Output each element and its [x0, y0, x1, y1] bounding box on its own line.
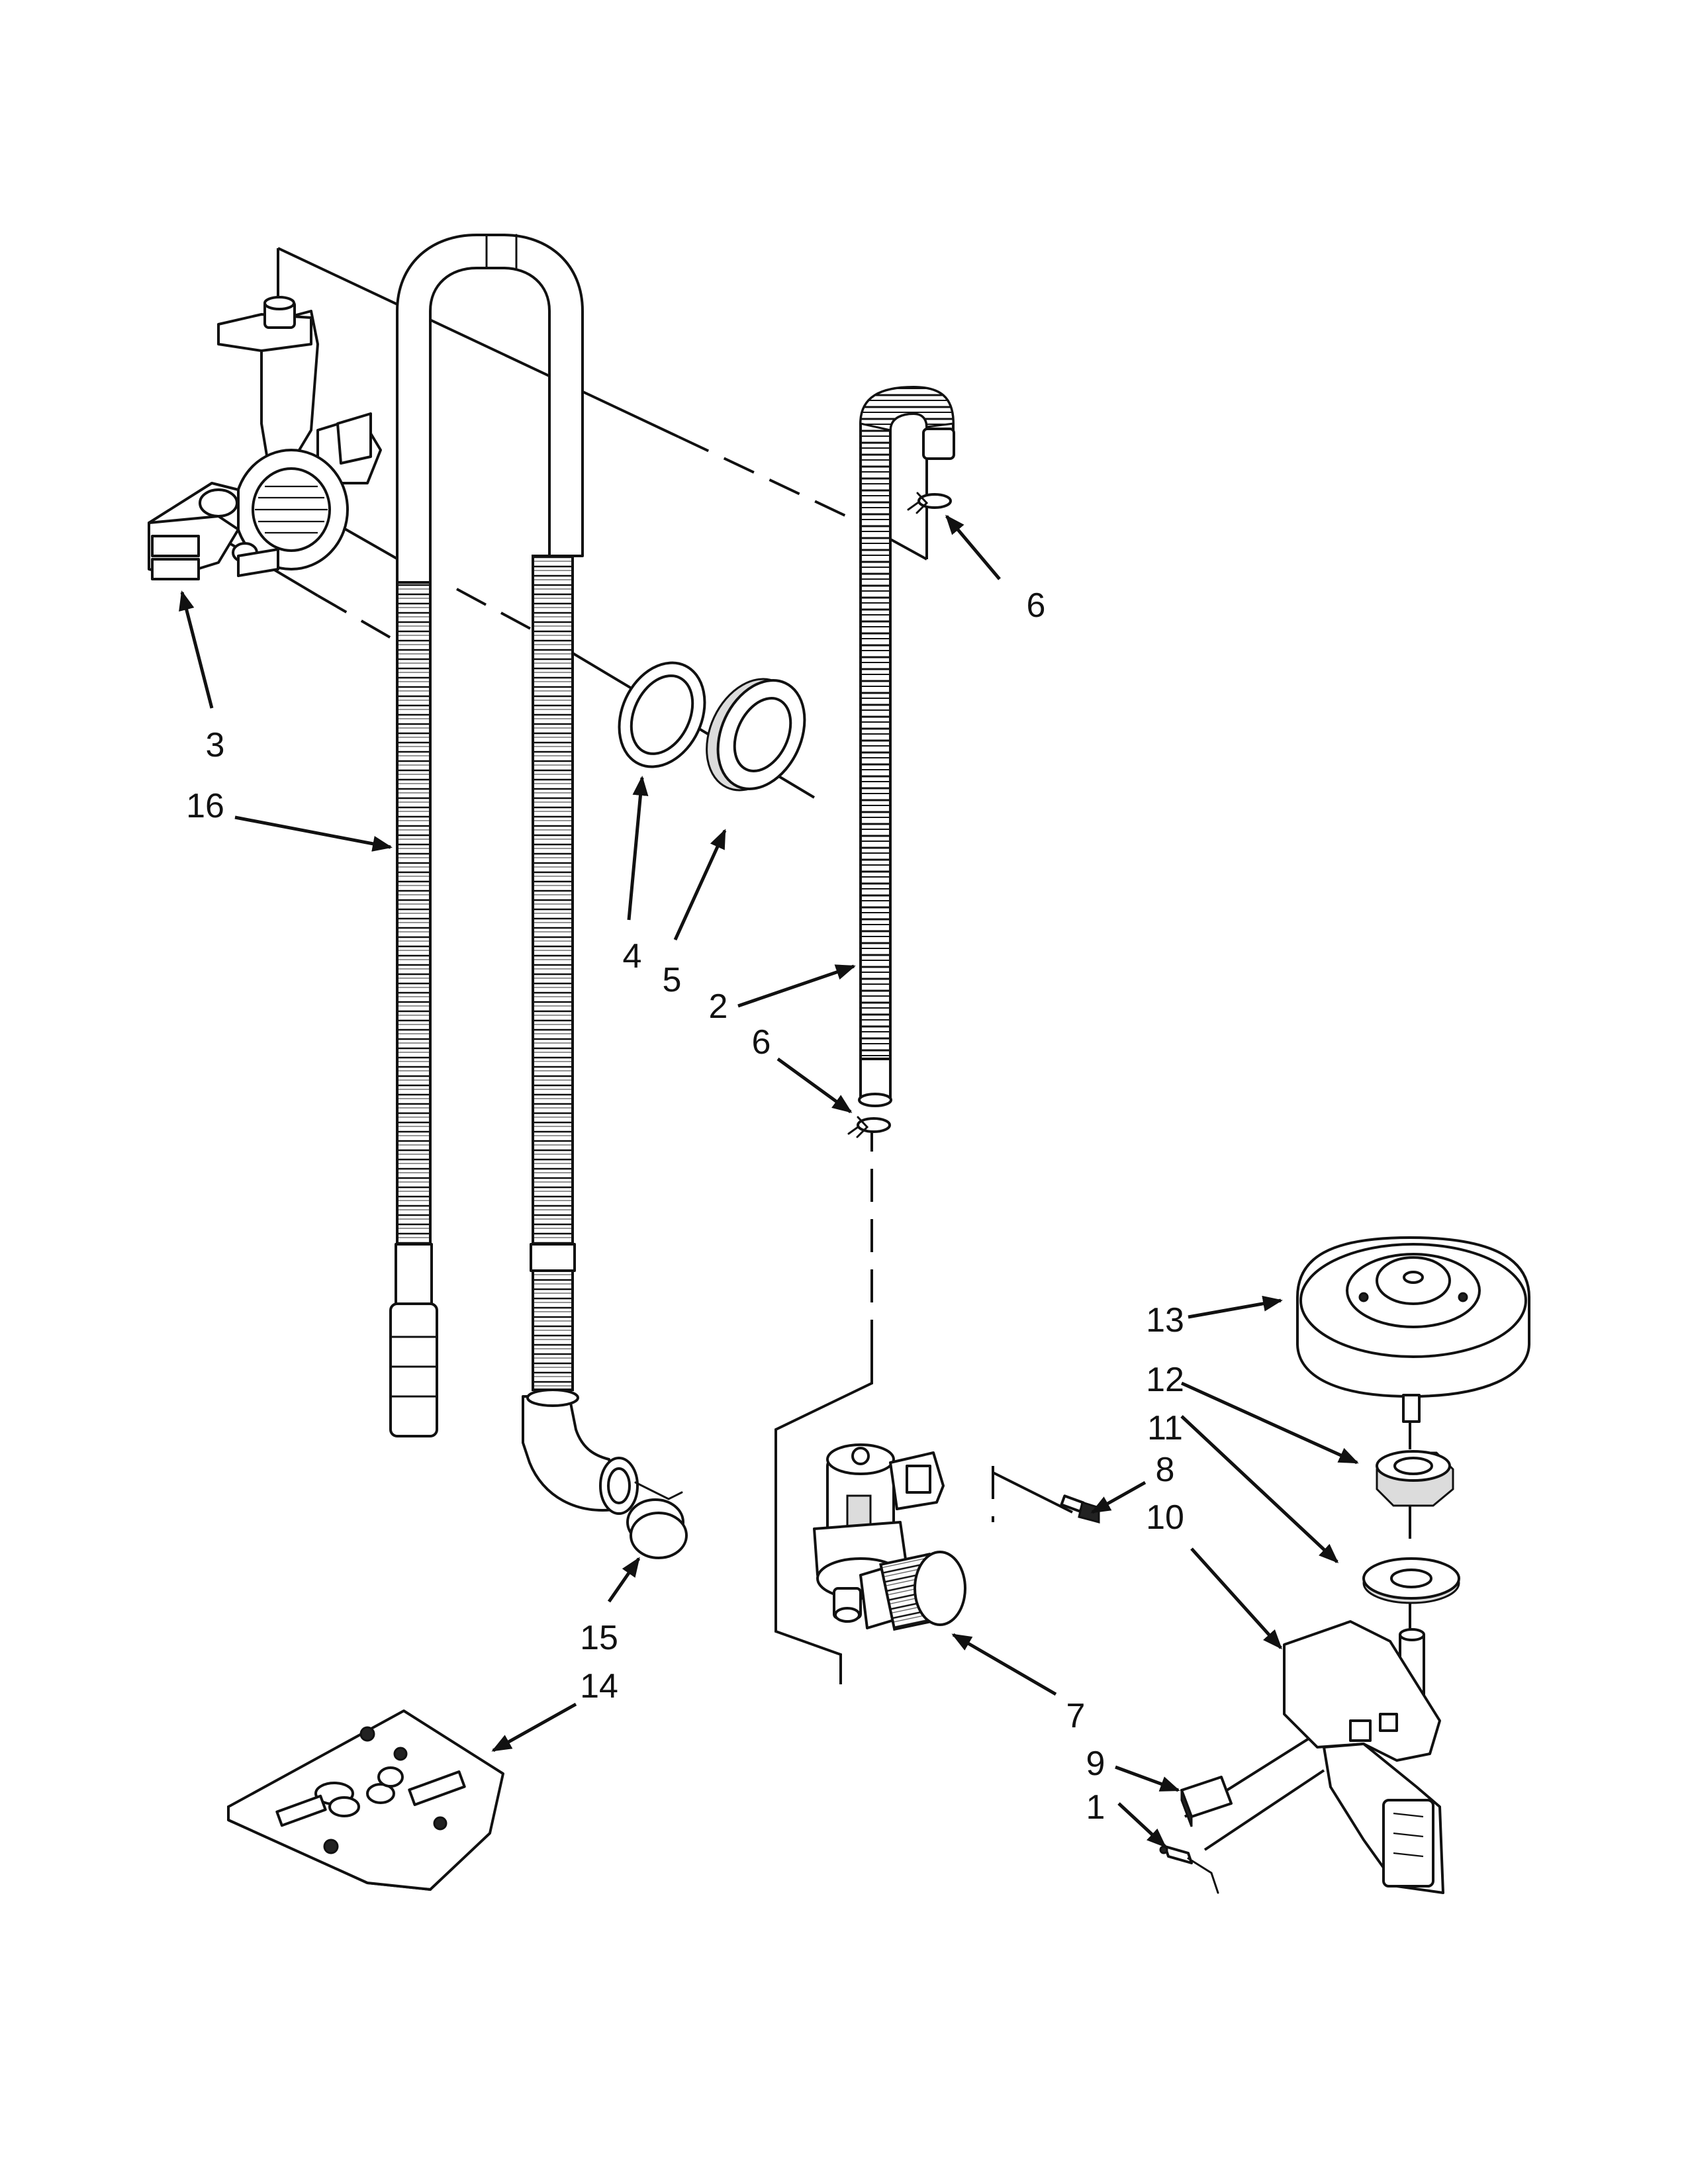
callout-6-top: 6 — [1027, 586, 1046, 625]
callout-13: 13 — [1146, 1301, 1184, 1340]
callout-11: 11 — [1147, 1409, 1183, 1447]
float-nut-part-12 — [1376, 1450, 1454, 1507]
spring-clamp-part-15 — [626, 1481, 688, 1559]
callout-14: 14 — [580, 1667, 618, 1706]
callout-16: 16 — [186, 787, 224, 825]
hardware-bag-part-14 — [227, 1709, 504, 1891]
callout-2: 2 — [709, 987, 728, 1026]
float-seal-part-11 — [1362, 1557, 1460, 1604]
callout-arrows — [179, 514, 1359, 1848]
callout-12: 12 — [1146, 1361, 1184, 1399]
callout-7: 7 — [1066, 1697, 1086, 1735]
callout-10: 10 — [1146, 1498, 1184, 1537]
drain-bracket-part-3 — [148, 296, 382, 580]
screw-part-8 — [1060, 1494, 1100, 1524]
callout-3: 3 — [206, 726, 225, 764]
callout-8: 8 — [1156, 1451, 1175, 1489]
callout-9: 9 — [1086, 1745, 1105, 1783]
callout-1: 1 — [1086, 1788, 1105, 1827]
micro-switch-part-9 — [1180, 1776, 1233, 1827]
callout-labels: 3 16 4 5 2 6 6 13 12 11 8 10 7 9 1 15 14 — [186, 586, 1184, 1827]
gasket-part-4 — [618, 661, 706, 768]
drain-hose-part-16 — [389, 234, 639, 1515]
callout-6-mid: 6 — [752, 1023, 771, 1062]
hose-clamp-part-6-top — [907, 492, 952, 514]
float-part-13 — [1296, 1236, 1530, 1423]
float-switch-bracket-part-10 — [1283, 1620, 1444, 1894]
wire-connector-part-1 — [1159, 1845, 1219, 1894]
assembly-lines — [211, 247, 1411, 1851]
callout-15: 15 — [580, 1619, 618, 1657]
callout-5: 5 — [663, 961, 682, 999]
water-valve-part-7 — [813, 1443, 966, 1631]
hose-clamp-part-6-mid — [847, 1116, 891, 1138]
fill-hose-part-2 — [858, 385, 955, 1107]
callout-4: 4 — [623, 937, 642, 976]
locking-nut-part-5 — [706, 678, 806, 792]
